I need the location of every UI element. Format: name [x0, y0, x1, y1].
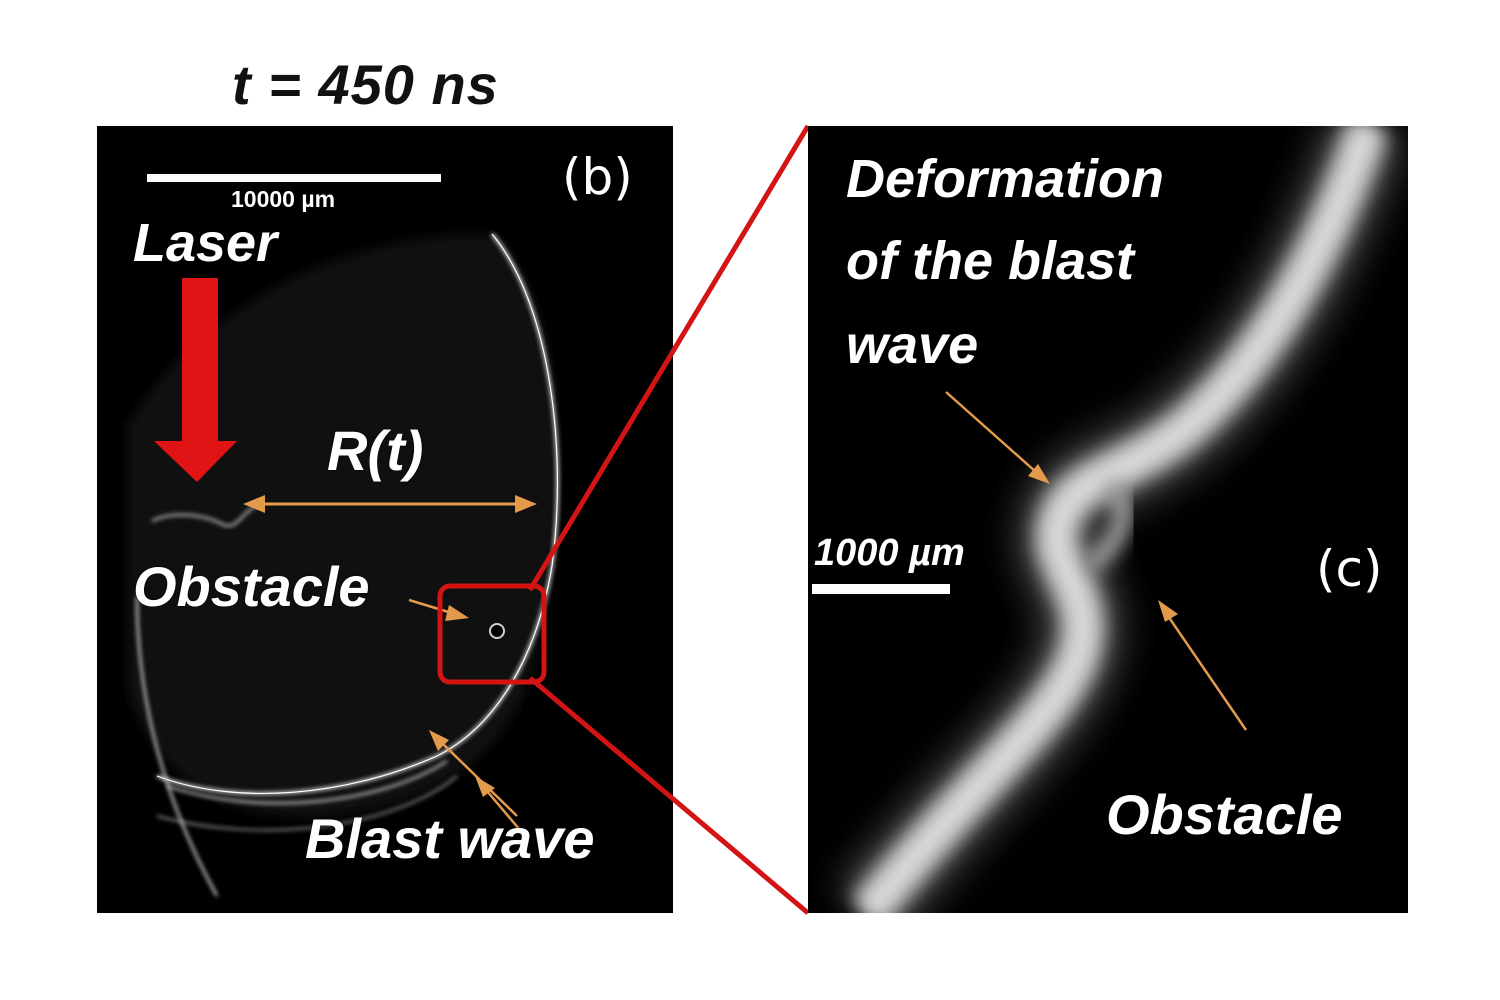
- radius-arrow-right-head: [515, 495, 537, 513]
- obstacle-arrow-c-line: [1166, 615, 1248, 731]
- obstacle-dot: [489, 623, 505, 639]
- panel-c-image: Deformation of the blast wave 1000 µm (c…: [808, 126, 1408, 913]
- deformation-label-line1: Deformation: [846, 149, 1165, 209]
- left-wave-arc: [135, 595, 219, 897]
- secondary-wave-1: [166, 759, 448, 805]
- obstacle-label-b: Obstacle: [133, 555, 370, 618]
- deformation-label-line2: of the blast: [846, 231, 1135, 291]
- laser-arrow-head: [154, 441, 237, 482]
- panel-c-graphics: [836, 126, 1406, 913]
- blast-arrow-2-line: [486, 790, 526, 837]
- scale-bar-c: [812, 584, 950, 594]
- radius-label: R(t): [327, 419, 424, 482]
- panel-b-tag: (b): [562, 148, 633, 206]
- blast-arrow-2-head: [475, 776, 495, 797]
- deformation-arrow-line: [945, 391, 1037, 473]
- deformation-arrow-head: [1028, 464, 1050, 484]
- figure-time-label: t = 450 ns: [232, 53, 499, 116]
- origin-blob: [151, 504, 258, 528]
- blast-wave-label: Blast wave: [305, 807, 595, 870]
- radius-arrow-left-head: [243, 495, 265, 513]
- blast-arrow-1-head: [429, 730, 449, 751]
- obstacle-arrow-head: [445, 605, 469, 621]
- scale-label-c: 1000 µm: [814, 532, 965, 574]
- panel-c-tag: (c): [1316, 540, 1383, 598]
- panel-b-graphics: [127, 233, 559, 897]
- scale-label-b: 10000 µm: [231, 186, 336, 212]
- panel-b-image: 10000 µm (b) Laser R(t) Obstacle Blast w…: [97, 126, 673, 913]
- laser-label: Laser: [133, 213, 278, 273]
- deformed-wave-core: [860, 126, 1377, 913]
- obstacle-arrow-c-head: [1158, 600, 1178, 622]
- obstacle-label-c: Obstacle: [1106, 783, 1343, 846]
- zoom-box: [437, 583, 547, 685]
- blast-interior-haze: [127, 234, 558, 818]
- laser-arrow-shaft: [182, 278, 218, 453]
- wave-branch: [1082, 477, 1133, 575]
- deformation-label-line3: wave: [846, 315, 979, 375]
- scale-bar-b: [147, 174, 441, 182]
- secondary-wave-2: [156, 775, 458, 832]
